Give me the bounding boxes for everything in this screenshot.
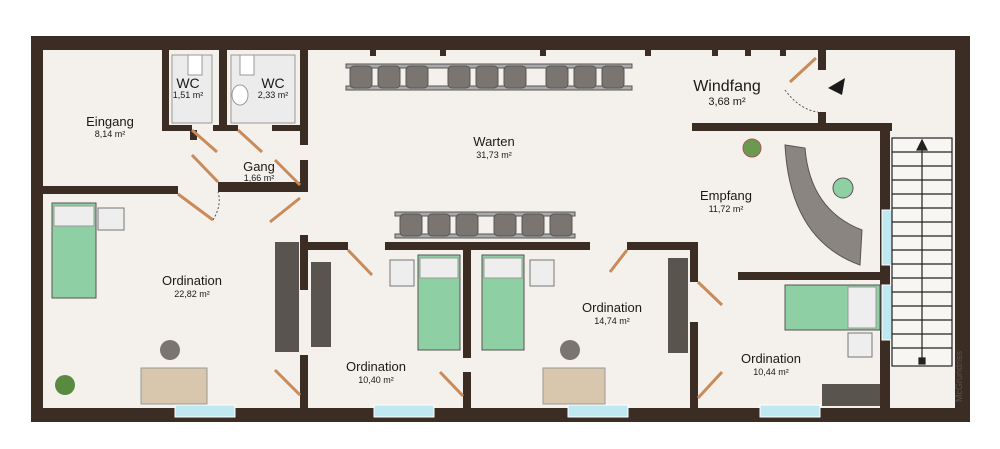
room-name-windfang: Windfang: [693, 78, 761, 95]
chair-left: [160, 340, 180, 360]
room-area-ordination-mid1: 10,40 m²: [358, 375, 394, 385]
door-windfang: [788, 56, 818, 84]
room-area-eingang: 8,14 m²: [95, 129, 126, 139]
door-eingang: [177, 192, 214, 222]
door-mid2-bottom: [438, 370, 465, 398]
door-gang-right: [273, 158, 302, 187]
room-area-gang: 1,66 m²: [244, 173, 275, 183]
desk-left: [140, 367, 208, 405]
room-name-ordination-right: Ordination: [741, 351, 801, 366]
room-name-warten: Warten: [473, 134, 514, 149]
sofa-mid2: [668, 258, 688, 353]
staircase: [891, 137, 953, 367]
room-labels: WC 1,51 m² WC 2,33 m² Eingang 8,14 m² Ga…: [86, 75, 801, 385]
waiting-chairs-middle: [394, 211, 576, 239]
sofa-left: [275, 242, 299, 352]
reception-desk: [742, 138, 863, 266]
room-name-wc2: WC: [261, 75, 284, 91]
waiting-chairs-top: [345, 63, 633, 91]
wc-fixtures: [171, 54, 296, 124]
door-wc2: [236, 128, 264, 154]
door-right-left: [696, 280, 724, 307]
door-wc1: [191, 128, 218, 154]
room-area-ordination-right: 10,44 m²: [753, 367, 789, 377]
ordination-mid1-furniture: [311, 254, 461, 351]
doors: [177, 56, 819, 400]
door-gang: [190, 153, 220, 184]
room-name-empfang: Empfang: [700, 188, 752, 203]
room-name-gang: Gang: [243, 159, 275, 174]
room-area-warten: 31,73 m²: [476, 150, 512, 160]
door-mid1-top: [346, 248, 374, 277]
entrance-arrow-icon: [828, 78, 845, 95]
room-name-wc1: WC: [176, 75, 199, 91]
room-area-ordination-mid2: 14,74 m²: [594, 316, 630, 326]
top-wall-notches: [370, 50, 786, 56]
sofa-right: [822, 384, 880, 406]
chair-mid2: [560, 340, 580, 360]
door-right-bottom: [696, 370, 724, 400]
room-name-ordination-mid1: Ordination: [346, 359, 406, 374]
room-area-wc2: 2,33 m²: [258, 90, 289, 100]
door-ordination-left: [269, 196, 301, 224]
room-name-ordination-left: Ordination: [162, 273, 222, 288]
sofa-mid1: [311, 262, 331, 347]
reception-chair: [832, 177, 854, 199]
bottom-windows: [174, 404, 821, 418]
room-area-ordination-left: 22,82 m²: [174, 289, 210, 299]
plant-left-icon: [55, 375, 75, 395]
plant-empfang-icon: [742, 138, 762, 158]
room-name-eingang: Eingang: [86, 114, 134, 129]
ordination-left-furniture: [51, 202, 299, 405]
room-area-wc1: 1,51 m²: [173, 90, 204, 100]
room-area-empfang: 11,72 m²: [709, 204, 744, 214]
ordination-right-furniture: [784, 284, 881, 406]
watermark: McGrundriss: [954, 350, 964, 402]
ordination-mid2-furniture: [481, 254, 688, 405]
desk-mid2: [542, 367, 606, 405]
room-area-windfang: 3,68 m²: [708, 96, 746, 108]
door-mid3-top: [608, 249, 629, 273]
door-mid1-bottom: [273, 368, 302, 397]
room-name-ordination-mid2: Ordination: [582, 300, 642, 315]
